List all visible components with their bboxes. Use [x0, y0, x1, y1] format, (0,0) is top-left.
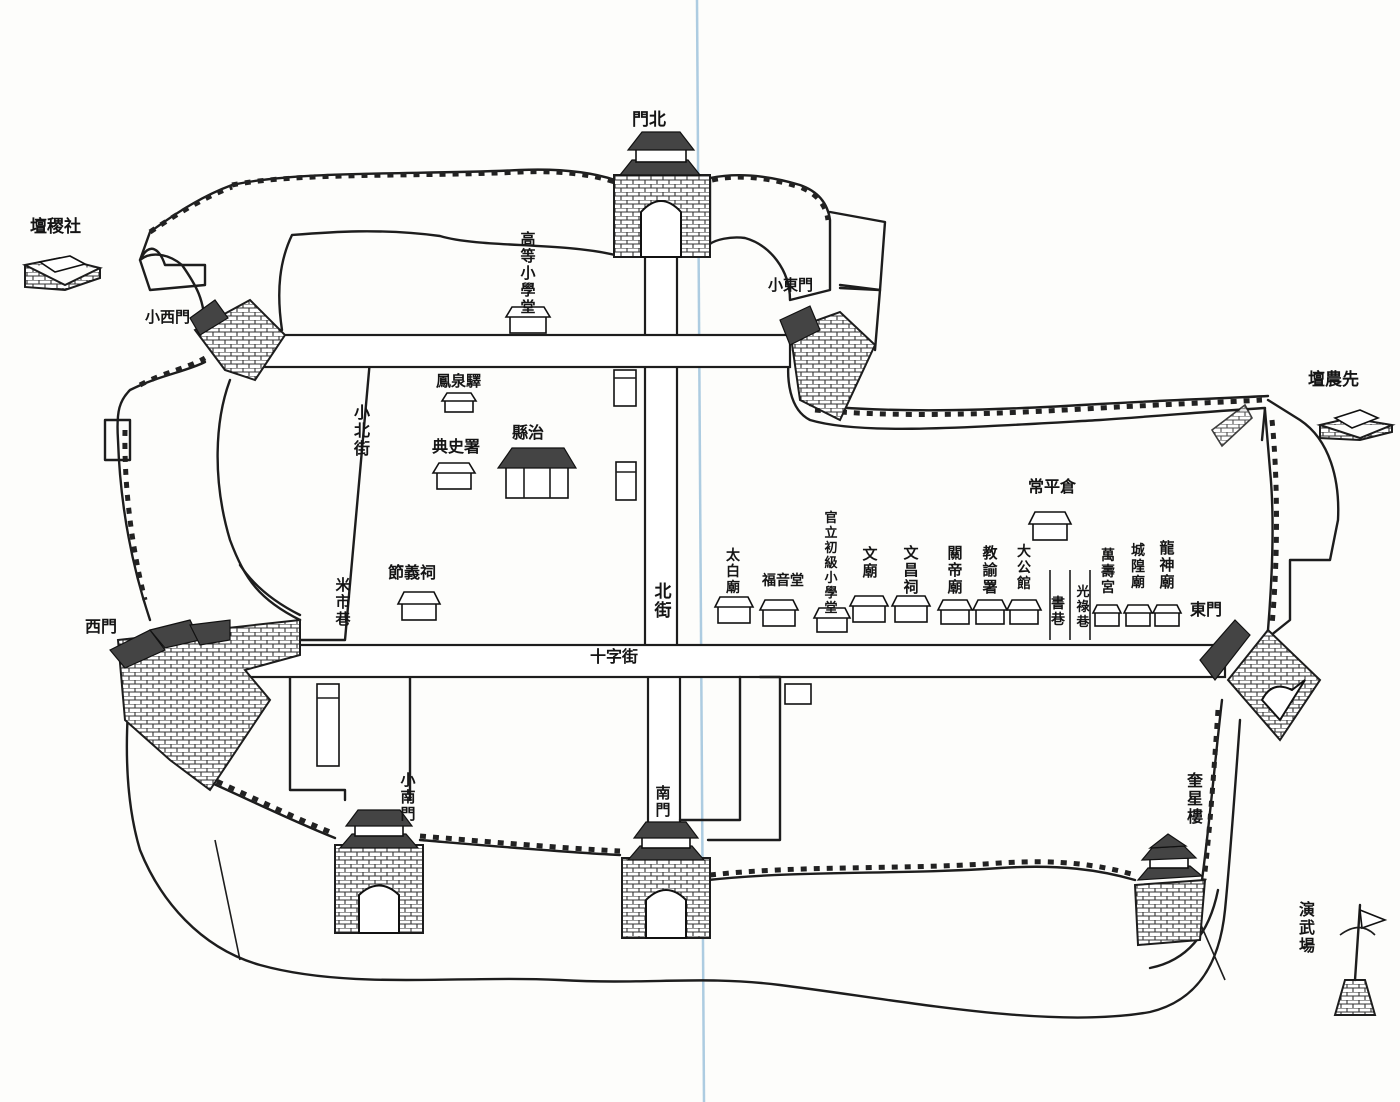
small-west-gate-tower — [189, 298, 287, 382]
sheji-altar-building — [21, 255, 103, 292]
east-gate-tower — [1199, 619, 1322, 742]
yanwu-field-flag — [1333, 903, 1388, 1016]
label-jieyi-shrine: 節義祠 — [387, 563, 436, 582]
building-small-hall-a — [615, 461, 637, 501]
xiannong-altar-building — [1316, 409, 1396, 442]
label-small-east-gate: 小東門 — [768, 276, 813, 294]
label-jiaoyu: 教諭署 — [981, 544, 998, 596]
east-west-main-street — [243, 643, 1227, 679]
label-wenchang: 文昌祠 — [903, 544, 919, 596]
label-taibai: 太白廟 — [726, 547, 741, 596]
building-fuyin — [758, 599, 800, 627]
label-west-gate: 西門 — [85, 617, 117, 636]
building-longshen — [1151, 604, 1183, 627]
label-yanwu: 演武場 — [1299, 900, 1315, 955]
label-shu-lane: 書巷 — [1050, 595, 1066, 628]
label-xiannong-altar: 壇農先 — [1308, 369, 1359, 390]
west-gate-complex — [109, 618, 301, 792]
building-taibai — [713, 596, 755, 624]
building-fengquan — [440, 392, 478, 413]
building-primary-school — [812, 607, 852, 633]
label-sheji-altar: 壇稷社 — [30, 216, 81, 237]
building-wen-temple — [848, 595, 890, 623]
building-south-office-b — [784, 683, 812, 705]
building-dagong — [1005, 599, 1043, 625]
label-mishi-lane: 米市巷 — [334, 576, 351, 628]
kuixing-pavilion — [1133, 833, 1207, 947]
building-higher-school — [504, 306, 552, 334]
label-fuyin: 福音堂 — [761, 572, 804, 589]
building-changping — [1027, 511, 1073, 541]
south-street-road — [646, 668, 682, 842]
building-icons — [316, 306, 1183, 767]
building-dianshi — [431, 462, 477, 490]
label-north-street: 北街 — [654, 582, 672, 621]
label-xiaobei-street: 小北街 — [353, 403, 370, 458]
building-jieyi — [396, 591, 442, 621]
city-wall — [103, 168, 1340, 1019]
building-guandi — [936, 599, 974, 625]
building-south-office-a — [316, 683, 340, 767]
label-dagong: 大公館 — [1016, 543, 1031, 592]
north-gate-tower — [613, 131, 711, 258]
label-fengquan: 鳳泉驛 — [436, 372, 481, 390]
street-network — [243, 198, 1227, 842]
label-higher-school: 高等小學堂 — [520, 230, 535, 316]
label-kuixing: 奎星樓 — [1186, 771, 1204, 826]
label-guandi: 關帝廟 — [947, 544, 962, 596]
label-wen-temple: 文廟 — [862, 545, 878, 580]
south-gate-tower — [621, 821, 711, 939]
building-chenghuang — [1122, 604, 1154, 627]
small-east-gate-tower — [779, 305, 877, 422]
building-small-hall-b — [613, 369, 637, 407]
label-crossroads: 十字街 — [590, 647, 638, 666]
label-dianshi: 典史署 — [432, 437, 480, 456]
small-south-gate-tower — [334, 809, 424, 934]
label-north-gate: 門北 — [632, 110, 666, 130]
label-small-west-gate: 小西門 — [145, 308, 190, 326]
inner-north-road — [248, 333, 792, 369]
label-guanglu-lane: 光祿巷 — [1075, 584, 1090, 630]
label-county-office: 縣治 — [512, 423, 544, 442]
east-corner-watchtower — [1210, 403, 1253, 448]
label-south-gate: 南門 — [655, 784, 670, 819]
label-primary-school: 官立初級小學堂 — [824, 510, 837, 616]
building-wanshou — [1091, 604, 1123, 627]
label-small-south-gate: 小南門 — [400, 771, 415, 823]
label-chenghuang: 城隍廟 — [1131, 542, 1145, 591]
label-east-gate: 東門 — [1190, 600, 1222, 619]
label-changping: 常平倉 — [1028, 477, 1077, 496]
label-longshen: 龍神廟 — [1159, 539, 1174, 591]
building-county-office — [496, 447, 578, 499]
building-jiaoyu — [971, 599, 1009, 625]
building-wenchang — [890, 595, 932, 623]
label-wanshou: 萬壽宮 — [1101, 547, 1115, 596]
